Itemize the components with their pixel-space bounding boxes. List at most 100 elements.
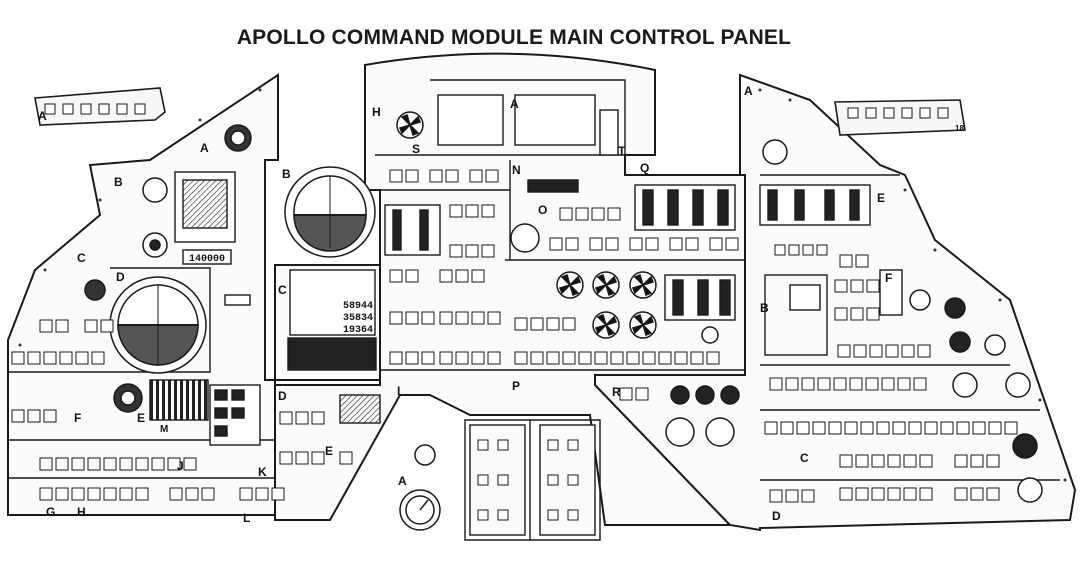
dsky-readout-1: 58944 bbox=[343, 301, 373, 312]
dsky-readout-2: 35834 bbox=[343, 313, 373, 324]
switch-row bbox=[477, 439, 509, 521]
switch-row bbox=[449, 244, 495, 258]
dial-icon bbox=[762, 139, 788, 165]
counter-display bbox=[182, 249, 232, 265]
label-left-d: D bbox=[116, 270, 125, 284]
dial-icon bbox=[1012, 433, 1038, 459]
label-left-k: K bbox=[258, 465, 267, 479]
dial-icon bbox=[142, 177, 168, 203]
dial-icon bbox=[944, 297, 966, 319]
label-right-f: F bbox=[885, 271, 892, 285]
switch-row bbox=[514, 351, 720, 365]
meter-group bbox=[514, 94, 596, 146]
switch-row bbox=[559, 207, 621, 221]
dial-icon bbox=[705, 417, 735, 447]
readout-strip bbox=[527, 179, 579, 193]
fan-icon bbox=[629, 311, 657, 339]
switch-row bbox=[389, 311, 501, 325]
switch-row bbox=[549, 237, 739, 251]
label-left-g: G bbox=[46, 505, 55, 519]
meter-group bbox=[149, 379, 209, 421]
label-left-c: C bbox=[77, 251, 86, 265]
dial-icon bbox=[670, 385, 690, 405]
fan-icon bbox=[556, 271, 584, 299]
dsky-readout-3: 19364 bbox=[343, 325, 373, 336]
label-upper-left-a-sub: A bbox=[200, 141, 209, 155]
dial-icon bbox=[84, 279, 106, 301]
label-center-q: Q bbox=[640, 161, 649, 175]
switch-row bbox=[847, 107, 949, 119]
label-left-f: F bbox=[74, 411, 81, 425]
fan-icon bbox=[629, 271, 657, 299]
label-left-b: B bbox=[114, 175, 123, 189]
label-right-d: D bbox=[772, 509, 781, 523]
switch-row bbox=[839, 487, 933, 501]
label-upper-left-a: A bbox=[38, 109, 47, 123]
dsky-keypad bbox=[287, 337, 377, 371]
label-right-a: A bbox=[744, 84, 753, 98]
page-title: APOLLO COMMAND MODULE MAIN CONTROL PANEL bbox=[236, 26, 792, 49]
label-center-p: P bbox=[512, 379, 520, 393]
switch-row bbox=[449, 204, 495, 218]
switch-row bbox=[837, 344, 931, 358]
label-center-c: C bbox=[278, 283, 287, 297]
panel-dividers bbox=[8, 79, 1060, 541]
dial-icon bbox=[1005, 372, 1031, 398]
label-right-b: B bbox=[760, 301, 769, 315]
dial-instruments bbox=[84, 124, 1043, 531]
dial-icon bbox=[665, 417, 695, 447]
dial-icon bbox=[701, 326, 719, 344]
dial-icon bbox=[510, 223, 540, 253]
label-center-n: N bbox=[512, 163, 521, 177]
label-right-c: C bbox=[800, 451, 809, 465]
label-left-l: L bbox=[243, 511, 250, 525]
label-center-h: H bbox=[372, 105, 381, 119]
switch-row bbox=[774, 244, 828, 256]
dial-icon bbox=[720, 385, 740, 405]
dial-icon bbox=[909, 289, 931, 311]
label-left-e: E bbox=[137, 411, 145, 425]
switch-row bbox=[769, 377, 927, 391]
switch-row bbox=[834, 307, 880, 321]
switch-row bbox=[39, 487, 285, 501]
label-bottom-a: A bbox=[398, 474, 407, 488]
switch-row bbox=[279, 411, 325, 425]
switch-row bbox=[389, 269, 485, 283]
label-upper-left-a-sub2: 18 bbox=[955, 124, 964, 133]
label-center-s: S bbox=[412, 142, 420, 156]
label-left-j: J bbox=[177, 459, 184, 473]
dial-icon bbox=[1017, 477, 1043, 503]
meter-box bbox=[789, 284, 821, 311]
switch-row bbox=[547, 439, 579, 521]
fan-icon bbox=[396, 111, 424, 139]
switch-row bbox=[514, 317, 576, 331]
switch-row bbox=[619, 387, 649, 401]
label-left-h: H bbox=[77, 505, 86, 519]
switch-row bbox=[839, 254, 869, 268]
rivets bbox=[18, 88, 1067, 482]
fan-icon bbox=[592, 311, 620, 339]
switch-row bbox=[839, 454, 933, 468]
switch-row bbox=[389, 169, 499, 183]
dial-icon bbox=[414, 444, 436, 466]
dial-icon bbox=[952, 372, 978, 398]
tall-instrument bbox=[599, 109, 619, 156]
section-labels: A A 18 B C D E F G H J K L M B C D E H A… bbox=[38, 84, 964, 525]
fan-icon bbox=[592, 271, 620, 299]
switch-row bbox=[279, 451, 353, 465]
dial-icon bbox=[695, 385, 715, 405]
dial-icon bbox=[984, 334, 1006, 356]
switch-row bbox=[11, 409, 57, 423]
label-left-m: M bbox=[160, 424, 168, 435]
switch-row bbox=[954, 487, 1000, 501]
switch-row bbox=[769, 489, 815, 503]
dial-icon bbox=[949, 331, 971, 353]
label-center-e: E bbox=[325, 444, 333, 458]
label-right-e: E bbox=[877, 191, 885, 205]
label-center-b: B bbox=[282, 167, 291, 181]
meter-box bbox=[224, 294, 251, 306]
label-center-r: R bbox=[612, 385, 621, 399]
switch-row bbox=[11, 351, 105, 365]
label-center-o: O bbox=[538, 203, 547, 217]
